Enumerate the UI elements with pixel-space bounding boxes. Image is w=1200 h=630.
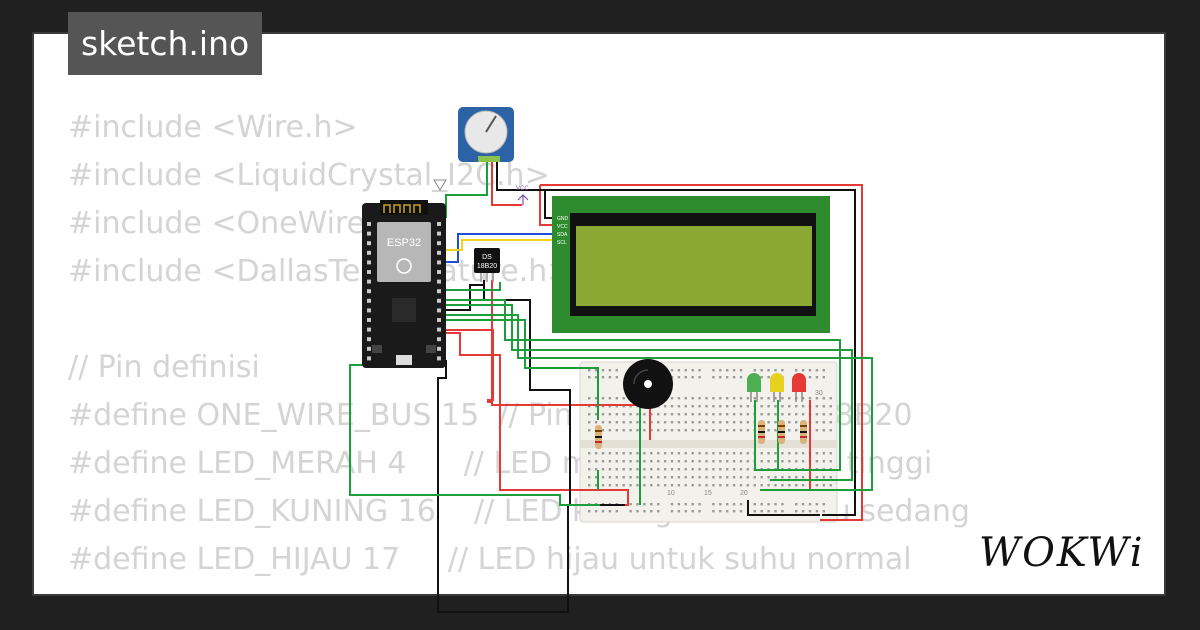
wires — [349, 158, 873, 613]
code-line: // Pin definisi — [68, 350, 260, 385]
breadboard-column-number: 10 — [667, 490, 675, 497]
lcd-display[interactable]: GND VCC SDA SCL — [552, 196, 830, 333]
lcd-pin-label: GND — [557, 216, 569, 222]
wire-yellow — [446, 239, 553, 251]
led-red[interactable] — [792, 373, 806, 402]
code-line: #include <DallasTemperature.h> — [68, 254, 573, 289]
sketch-filename-badge[interactable]: sketch.ino — [68, 12, 263, 75]
breadboard-column-number: 20 — [740, 490, 748, 497]
esp32-label: ESP32 — [387, 237, 421, 249]
lcd-pin-label: VCC — [557, 224, 568, 230]
wire-black — [437, 360, 569, 613]
breadboard-column-number: 30 — [815, 390, 823, 397]
sensor-label-line1: DS — [482, 254, 492, 261]
led-yellow[interactable] — [770, 373, 784, 402]
resistor[interactable] — [595, 425, 602, 449]
wire-red — [539, 185, 553, 226]
code-line: #include <Wire.h> — [68, 110, 358, 145]
wokwi-logo: WOKWi — [979, 530, 1145, 576]
resistor[interactable] — [800, 420, 807, 444]
wire-red — [491, 158, 522, 206]
esp32-board[interactable]: ESP32 — [362, 200, 446, 368]
wire-black — [747, 500, 820, 516]
wire-green — [446, 282, 501, 291]
espressif-logo-icon — [396, 258, 412, 274]
potentiometer[interactable] — [458, 107, 514, 162]
code-line: #define BUZZER 2 // Pin untuk buzzer — [68, 584, 970, 594]
vcc-marker: VCC — [516, 186, 529, 205]
wire-red — [446, 332, 629, 506]
resistor[interactable] — [758, 420, 765, 444]
wire-blue — [446, 233, 553, 263]
led-green[interactable] — [747, 373, 761, 402]
wire-green — [754, 400, 780, 471]
lcd-pin-label: SDA — [557, 232, 568, 238]
resistor[interactable] — [778, 420, 785, 444]
wire-black — [545, 189, 856, 516]
wire-green — [349, 364, 600, 506]
sensor-label-line2: 18B20 — [477, 263, 497, 270]
ds18b20-sensor[interactable]: DS 18B20 — [474, 248, 500, 282]
breadboard-column-number: 15 — [704, 490, 712, 497]
wire-green — [446, 299, 841, 471]
code-line: #include <LiquidCrystal_I2C.h> — [68, 158, 550, 193]
buzzer[interactable] — [623, 359, 673, 409]
code-line: #define LED_HIJAU 17 // LED hijau untuk … — [68, 542, 912, 577]
wire-green — [446, 319, 599, 420]
wire-green — [446, 304, 853, 481]
wokwi-logo-text: WOKWi — [979, 530, 1145, 576]
wire-green — [445, 158, 488, 218]
wire-red — [446, 329, 494, 403]
svg-text:VCC: VCC — [516, 186, 529, 192]
wire-red — [540, 184, 863, 521]
wire-black — [446, 284, 484, 311]
lcd-pin-label: SCL — [557, 240, 567, 246]
ground-symbol-icon — [433, 179, 447, 191]
wire-green — [446, 314, 873, 491]
breadboard[interactable]: 10 15 20 30 — [579, 361, 838, 523]
